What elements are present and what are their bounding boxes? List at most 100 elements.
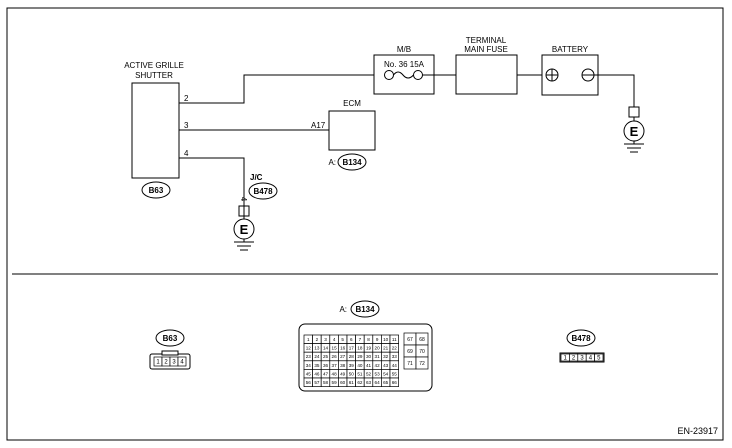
b134-pin-62-label: 62 bbox=[357, 380, 363, 385]
b134-pin-7-label: 7 bbox=[359, 337, 362, 342]
b134-pin-6-label: 6 bbox=[350, 337, 353, 342]
b134-pin-55-label: 55 bbox=[392, 371, 398, 376]
diagram-frame bbox=[6, 7, 724, 441]
b134-pin-64-label: 64 bbox=[375, 380, 381, 385]
b134-pin-58-label: 58 bbox=[323, 380, 329, 385]
b478-pin-5-cell bbox=[594, 353, 604, 362]
b478-pin-1-label: 1 bbox=[564, 356, 568, 362]
b134-pin-21-label: 21 bbox=[383, 346, 389, 351]
jc-label: J/C bbox=[250, 173, 263, 182]
b134-pin-31-label: 31 bbox=[375, 354, 381, 359]
terminal-main-fuse-box bbox=[455, 54, 518, 95]
b134-pin-5-label: 5 bbox=[341, 337, 344, 342]
b134-pin-22-label: 22 bbox=[392, 346, 398, 351]
ecm-connector-prefix: A: bbox=[328, 158, 336, 167]
jc-connector-code: B478 bbox=[253, 187, 273, 196]
shutter-label-line2: SHUTTER bbox=[135, 71, 173, 80]
b63-connector-latch bbox=[161, 350, 179, 356]
b134-pin-52-label: 52 bbox=[366, 371, 372, 376]
b134-pin-32-label: 32 bbox=[383, 354, 389, 359]
shutter-label-line1: ACTIVE GRILLE bbox=[124, 61, 184, 70]
main-fuse-label-line1: TERMINAL bbox=[466, 36, 507, 45]
b134-pin-71-label: 71 bbox=[407, 361, 413, 367]
b134-pin-16-label: 16 bbox=[340, 346, 346, 351]
b134-pin-35-label: 35 bbox=[314, 363, 320, 368]
b134-pin-54-label: 54 bbox=[383, 371, 389, 376]
b63-pin-4-cell bbox=[177, 356, 187, 367]
b134-pin-59-label: 59 bbox=[332, 380, 338, 385]
b134-pin-56-label: 56 bbox=[306, 380, 312, 385]
b134-pin-9-label: 9 bbox=[376, 337, 379, 342]
b134-pin-13-label: 13 bbox=[314, 346, 320, 351]
jc-connector-badge bbox=[248, 182, 278, 200]
b134-pin-20-label: 20 bbox=[375, 346, 381, 351]
b134-pin-4-label: 4 bbox=[333, 337, 336, 342]
b63-pin-4-label: 4 bbox=[180, 360, 184, 366]
view-b134-badge bbox=[350, 300, 380, 318]
fuse-terminal-right bbox=[413, 70, 423, 80]
b134-pin-61-label: 61 bbox=[349, 380, 355, 385]
b134-pin-10-label: 10 bbox=[383, 337, 389, 342]
shutter-connector-code: B63 bbox=[149, 186, 164, 195]
wire-pin-2 bbox=[179, 74, 374, 104]
b63-pin-2-label: 2 bbox=[164, 360, 168, 366]
wire-battery-to-ground bbox=[594, 74, 635, 107]
b134-pin-60-label: 60 bbox=[340, 380, 346, 385]
view-b63-badge bbox=[155, 329, 185, 347]
b134-pin-29-label: 29 bbox=[357, 354, 363, 359]
b134-pin-68-label: 68 bbox=[419, 337, 425, 343]
fuse-label: No. 36 15A bbox=[384, 60, 425, 69]
b134-pin-53-label: 53 bbox=[375, 371, 381, 376]
b134-pin-69-label: 69 bbox=[407, 349, 413, 355]
b134-pin-70-label: 70 bbox=[419, 349, 425, 355]
view-b134-code: B134 bbox=[355, 305, 375, 314]
view-b63-code: B63 bbox=[163, 334, 178, 343]
b134-pin-19-label: 19 bbox=[366, 346, 372, 351]
shutter-pin-3-label: 3 bbox=[184, 121, 189, 130]
b134-pin-11-label: 11 bbox=[392, 337, 397, 342]
b134-pin-40-label: 40 bbox=[357, 363, 363, 368]
ecm-connector-code: B134 bbox=[342, 158, 362, 167]
b134-pin-30-label: 30 bbox=[366, 354, 372, 359]
b134-pin-41-label: 41 bbox=[366, 363, 372, 368]
b134-pin-15-label: 15 bbox=[332, 346, 338, 351]
b134-pin-50-label: 50 bbox=[349, 371, 355, 376]
b134-pin-72-label: 72 bbox=[419, 361, 425, 367]
b134-pin-33-label: 33 bbox=[392, 354, 398, 359]
shutter-pin-2-label: 2 bbox=[184, 94, 189, 103]
b478-pin-4-label: 4 bbox=[589, 356, 593, 362]
ecm-connector-badge bbox=[337, 153, 367, 171]
b63-pin-3-label: 3 bbox=[172, 360, 176, 366]
b134-pin-63-label: 63 bbox=[366, 380, 372, 385]
b134-pin-42-label: 42 bbox=[375, 363, 381, 368]
main-fuse-label-line2: MAIN FUSE bbox=[464, 45, 508, 54]
b134-pin-24-label: 24 bbox=[314, 354, 320, 359]
ground-letter-battery: E bbox=[630, 124, 639, 139]
shutter-pin-4-label: 4 bbox=[184, 149, 189, 158]
fuse-element bbox=[393, 71, 414, 79]
wire-pin-4 bbox=[179, 157, 245, 206]
b134-pin-18-label: 18 bbox=[357, 346, 363, 351]
b134-pin-1-label: 1 bbox=[307, 337, 310, 342]
b134-pin-17-label: 17 bbox=[349, 346, 355, 351]
b134-pin-2-label: 2 bbox=[316, 337, 319, 342]
b134-pin-51-label: 51 bbox=[357, 371, 363, 376]
ecm-pin-label: A17 bbox=[311, 121, 326, 130]
b134-pin-23-label: 23 bbox=[306, 354, 312, 359]
b134-pin-67-label: 67 bbox=[407, 337, 413, 343]
b134-pin-34-label: 34 bbox=[306, 363, 312, 368]
view-b134-prefix: A: bbox=[339, 305, 347, 314]
b134-pin-28-label: 28 bbox=[349, 354, 355, 359]
b134-pin-26-label: 26 bbox=[332, 354, 338, 359]
b63-pin-1-label: 1 bbox=[156, 360, 160, 366]
b134-pin-65-label: 65 bbox=[383, 380, 389, 385]
b134-pin-43-label: 43 bbox=[383, 363, 389, 368]
view-b478-badge bbox=[566, 329, 596, 347]
b134-pin-12-label: 12 bbox=[306, 346, 312, 351]
battery-label: BATTERY bbox=[552, 45, 589, 54]
b134-pin-27-label: 27 bbox=[340, 354, 346, 359]
b134-pin-37-label: 37 bbox=[332, 363, 338, 368]
